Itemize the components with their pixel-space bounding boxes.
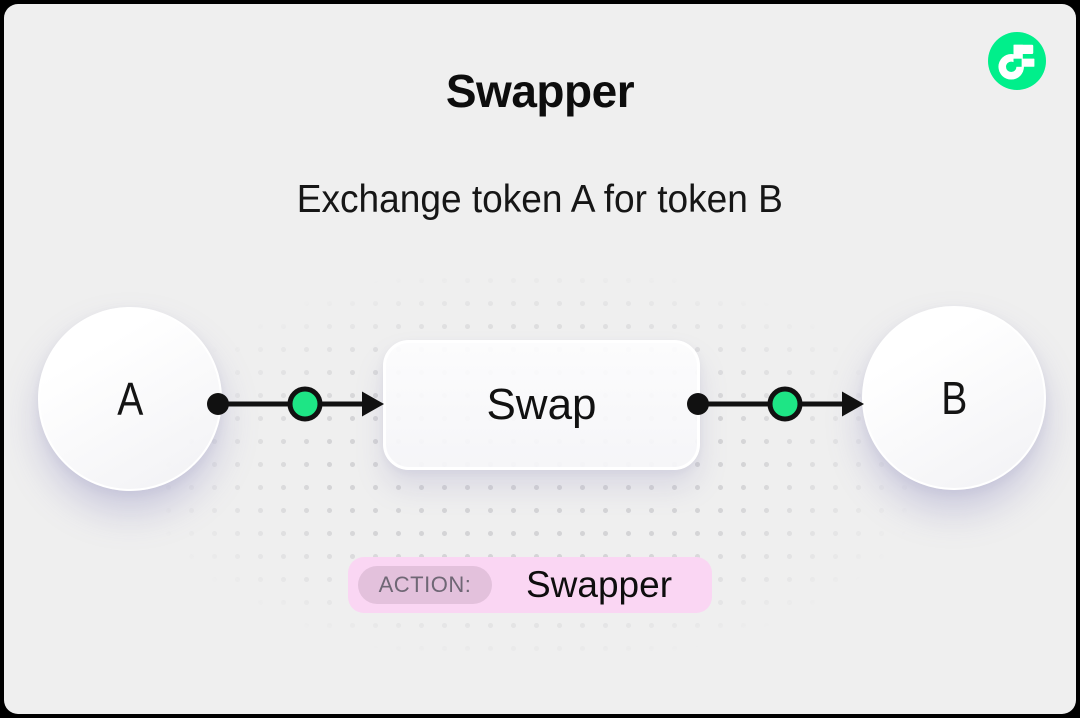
edge-swap-to-b-arrow-icon — [687, 386, 864, 422]
node-token-a-label: A — [116, 373, 144, 425]
action-badge-label: ACTION: — [358, 566, 492, 604]
canvas-card: Swapper Exchange token A for token B A S… — [4, 4, 1076, 714]
page-title: Swapper — [445, 65, 635, 117]
node-token-b: B — [862, 306, 1046, 490]
node-token-b-label: B — [940, 372, 968, 424]
node-swap: Swap — [383, 340, 700, 470]
node-swap-label: Swap — [486, 380, 597, 429]
page-subtitle: Exchange token A for token B — [4, 178, 1076, 222]
edge-a-to-swap-arrow-icon — [207, 386, 384, 422]
flow-logo-icon — [988, 32, 1046, 90]
page-subtitle-text: Exchange token A for token B — [296, 178, 784, 221]
action-badge: ACTION: Swapper — [348, 557, 712, 613]
action-badge-value: Swapper — [525, 564, 673, 605]
node-token-a: A — [38, 307, 222, 491]
